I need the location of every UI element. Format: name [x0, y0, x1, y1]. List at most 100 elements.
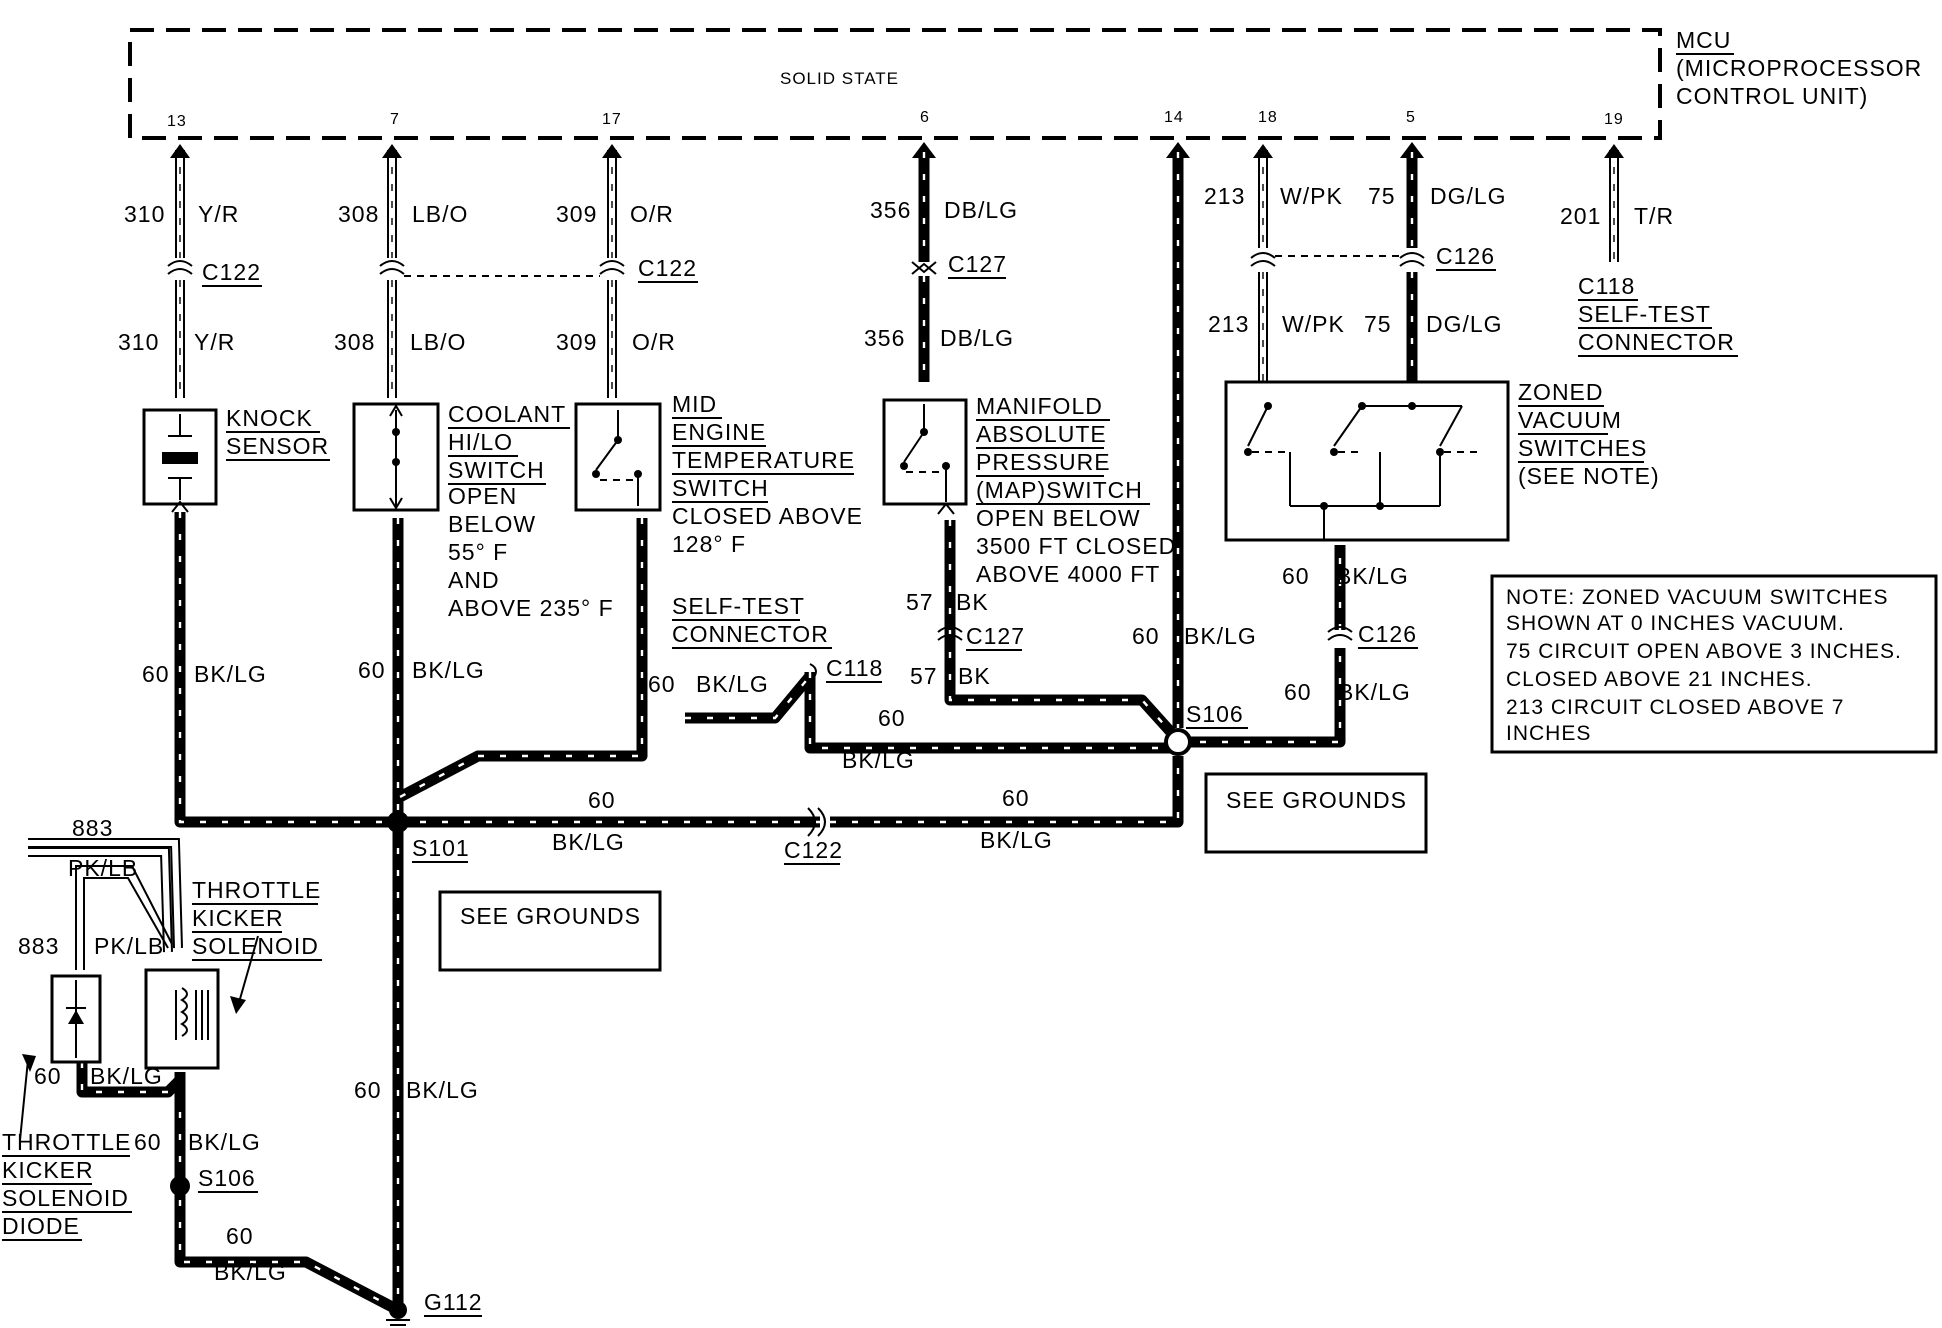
- label-wires-w60: 60: [588, 787, 616, 813]
- mcu-pin-19: 19: [1604, 111, 1624, 128]
- mcu-pin-5: 5: [1406, 109, 1416, 126]
- label-wires-bklg: BK/LG: [90, 1063, 163, 1089]
- label-wires-yr: Y/R: [198, 201, 239, 227]
- label-connectors-c118: C118: [826, 655, 883, 681]
- label-wires-w60: 60: [1132, 623, 1160, 649]
- label-wires-w356: 356: [870, 197, 911, 223]
- label-wires-w60: 60: [1284, 679, 1312, 705]
- mcu-title: MCU (MICROPROCESSOR CONTROL UNIT): [1676, 27, 1922, 109]
- label-wires-bklg: BK/LG: [1184, 623, 1257, 649]
- label-wires-dglg: DG/LG: [1426, 311, 1503, 337]
- label-note-1: SHOWN AT 0 INCHES VACUUM.: [1506, 612, 1845, 635]
- label-wires-w201: 201: [1560, 203, 1601, 229]
- label-connectors-c122: C122: [202, 259, 261, 285]
- mid-engine-temperature-switch: [574, 402, 662, 512]
- label-wires-w60: 60: [34, 1063, 62, 1089]
- label-wires-w308: 308: [334, 329, 375, 355]
- label-connectors-s106: S106: [1186, 701, 1244, 727]
- label-wires-w60: 60: [878, 705, 906, 731]
- label-connectors-c122: C122: [784, 837, 843, 863]
- label-wires-w75: 75: [1368, 183, 1396, 209]
- label-zoned-3: (SEE NOTE): [1518, 463, 1660, 489]
- label-throttle-1: KICKER: [192, 905, 284, 931]
- label-wires-dblg: DB/LG: [940, 325, 1014, 351]
- label-diode-3: DIODE: [2, 1213, 80, 1239]
- throttle-kicker-solenoid: [144, 935, 259, 1070]
- label-mid_desc-1: 128° F: [672, 531, 746, 557]
- label-wires-bklg: BK/LG: [194, 661, 267, 687]
- label-zoned-2: SWITCHES: [1518, 435, 1647, 461]
- label-wires-w309: 309: [556, 329, 597, 355]
- label-wires-bklg: BK/LG: [412, 657, 485, 683]
- label-wires-wpk: W/PK: [1282, 311, 1345, 337]
- mcu-pin-18: 18: [1258, 109, 1278, 126]
- label-connectors-s106: S106: [198, 1165, 256, 1191]
- label-wires-w60: 60: [1282, 563, 1310, 589]
- label-wires-bklg: BK/LG: [406, 1077, 479, 1103]
- mid-engine-switch-label: MID ENGINE TEMPERATURE SWITCH CLOSED ABO…: [672, 391, 863, 557]
- mcu-module: SOLID STATE 13 7 17 6 14 18 5 19: [128, 28, 1662, 140]
- label-coolant-0: COOLANT: [448, 401, 566, 427]
- label-wires-w356: 356: [864, 325, 905, 351]
- label-diode-1: KICKER: [2, 1157, 94, 1183]
- label-wires-w60: 60: [142, 661, 170, 687]
- label-connectors-s101: S101: [412, 835, 470, 861]
- label-wires-or: O/R: [632, 329, 676, 355]
- label-wires-w60: 60: [1002, 785, 1030, 811]
- zoned-vacuum-switches: [1224, 380, 1510, 542]
- label-wires-dblg: DB/LG: [944, 197, 1018, 223]
- label-wires-bk: BK: [958, 663, 991, 689]
- label-diode-2: SOLENOID: [2, 1185, 129, 1211]
- label-wires-yr: Y/R: [194, 329, 235, 355]
- label-mid-2: TEMPERATURE: [672, 447, 855, 473]
- mcu-pin-7: 7: [390, 111, 400, 128]
- see-grounds-box-1: SEE GROUNDS: [1204, 772, 1428, 854]
- label-coolant_desc-1: BELOW: [448, 511, 536, 537]
- label-note-3: CLOSED ABOVE 21 INCHES.: [1506, 668, 1813, 691]
- connector-marks: [170, 252, 1425, 1326]
- label-wires-lbo: LB/O: [410, 329, 466, 355]
- label-connectors-c126: C126: [1358, 621, 1417, 647]
- label-wires-pklb: PK/LB: [94, 933, 164, 959]
- label-connectors-c122: C122: [638, 255, 697, 281]
- label-wires-bklg: BK/LG: [980, 827, 1053, 853]
- label-wires-w60: 60: [226, 1223, 254, 1249]
- solid-wires: [76, 152, 1418, 1315]
- label-wires-bklg: BK/LG: [214, 1259, 287, 1285]
- label-zoned-0: ZONED: [1518, 379, 1604, 405]
- label-wires-dglg: DG/LG: [1430, 183, 1507, 209]
- coolant-switch-label: COOLANT HI/LO SWITCH OPEN BELOW 55° F AN…: [448, 401, 613, 621]
- diode-label: THROTTLE KICKER SOLENOID DIODE: [2, 1129, 132, 1241]
- throttle-kicker-diode: [19, 865, 173, 1141]
- label-mid-0: MID: [672, 391, 717, 417]
- label-see_grounds: SEE GROUNDS: [460, 903, 641, 929]
- mcu-pin-14: 14: [1164, 109, 1184, 126]
- mcu-pin-17: 17: [602, 111, 622, 128]
- label-wires-bklg: BK/LG: [188, 1129, 261, 1155]
- label-wires-w310: 310: [124, 201, 165, 227]
- label-mid-1: ENGINE: [672, 419, 766, 445]
- label-wires-bklg: BK/LG: [1338, 679, 1411, 705]
- label-map-2: PRESSURE: [976, 449, 1111, 475]
- label-wires-w60: 60: [358, 657, 386, 683]
- coolant-hilo-switch: [352, 402, 440, 512]
- label-note-2: 75 CIRCUIT OPEN ABOVE 3 INCHES.: [1506, 640, 1902, 663]
- label-mid-3: SWITCH: [672, 475, 769, 501]
- mcu-title-line3: CONTROL UNIT): [1676, 83, 1868, 109]
- label-self_test_mid-0: SELF-TEST: [672, 593, 805, 619]
- label-wires-w309: 309: [556, 201, 597, 227]
- label-wires-w57: 57: [906, 589, 934, 615]
- label-self_test_mid-1: CONNECTOR: [672, 621, 829, 647]
- label-mid_desc-0: CLOSED ABOVE: [672, 503, 863, 529]
- mcu-pin-6: 6: [920, 109, 930, 126]
- label-knock-1: SENSOR: [226, 433, 329, 459]
- label-map_desc-1: 3500 FT CLOSED: [976, 533, 1176, 559]
- label-wires-w310: 310: [118, 329, 159, 355]
- mcu-title-line2: (MICROPROCESSOR: [1676, 55, 1922, 81]
- label-coolant_desc-0: OPEN: [448, 483, 517, 509]
- label-wires-w213: 213: [1204, 183, 1245, 209]
- label-wires-w75: 75: [1364, 311, 1392, 337]
- label-wires-w60: 60: [134, 1129, 162, 1155]
- label-wires-bklg: BK/LG: [842, 747, 915, 773]
- label-coolant_desc-3: AND: [448, 567, 500, 593]
